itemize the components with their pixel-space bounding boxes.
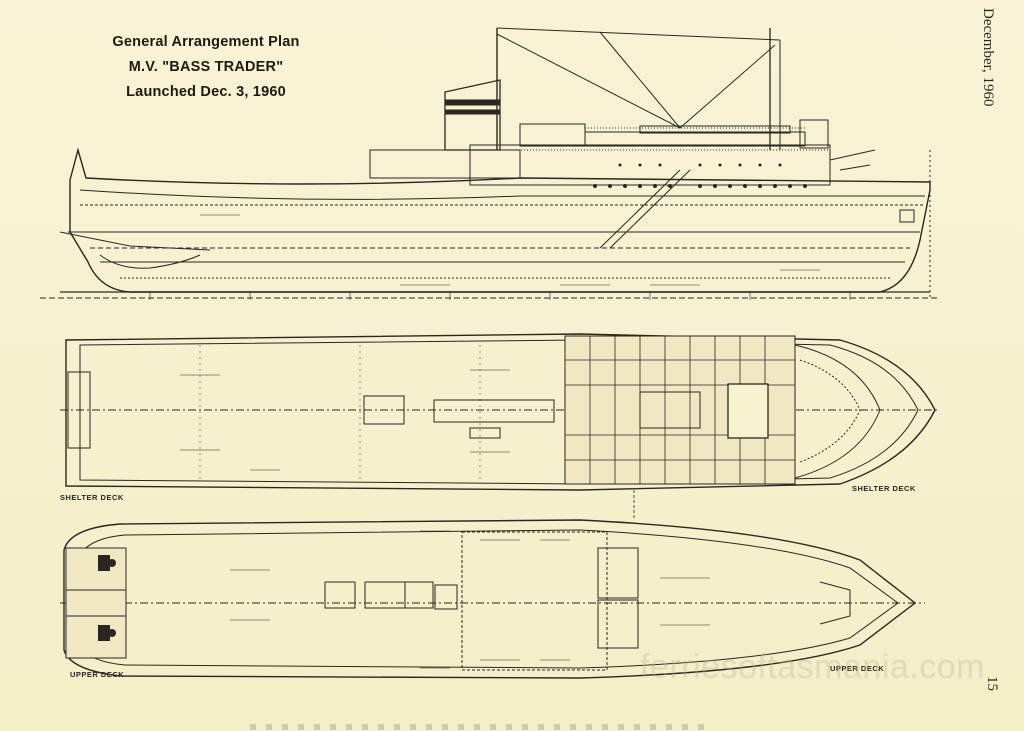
page-number: 15	[984, 676, 1000, 691]
ship-name: M.V. "BASS TRADER"	[128, 59, 284, 75]
launch-date: Launched Dec. 3, 1960	[126, 84, 286, 100]
watermark: ferriesoftasmania.com	[640, 648, 985, 686]
plan-title-block: General Arrangement Plan M.V. "BASS TRAD…	[96, 30, 316, 105]
issue-date: December, 1960	[980, 8, 996, 107]
upper-deck-plan	[60, 519, 925, 679]
shelter-deck-plan	[60, 333, 940, 491]
shelter-deck-label-left: SHELTER DECK	[60, 493, 124, 502]
upper-deck-label-right: UPPER DECK	[830, 664, 885, 673]
scan-artifact-line	[250, 724, 710, 730]
upper-deck-label-left: UPPER DECK	[70, 670, 125, 679]
profile-elevation	[40, 27, 940, 300]
shelter-deck-label-right: SHELTER DECK	[852, 484, 916, 493]
plan-title: General Arrangement Plan	[112, 34, 300, 50]
